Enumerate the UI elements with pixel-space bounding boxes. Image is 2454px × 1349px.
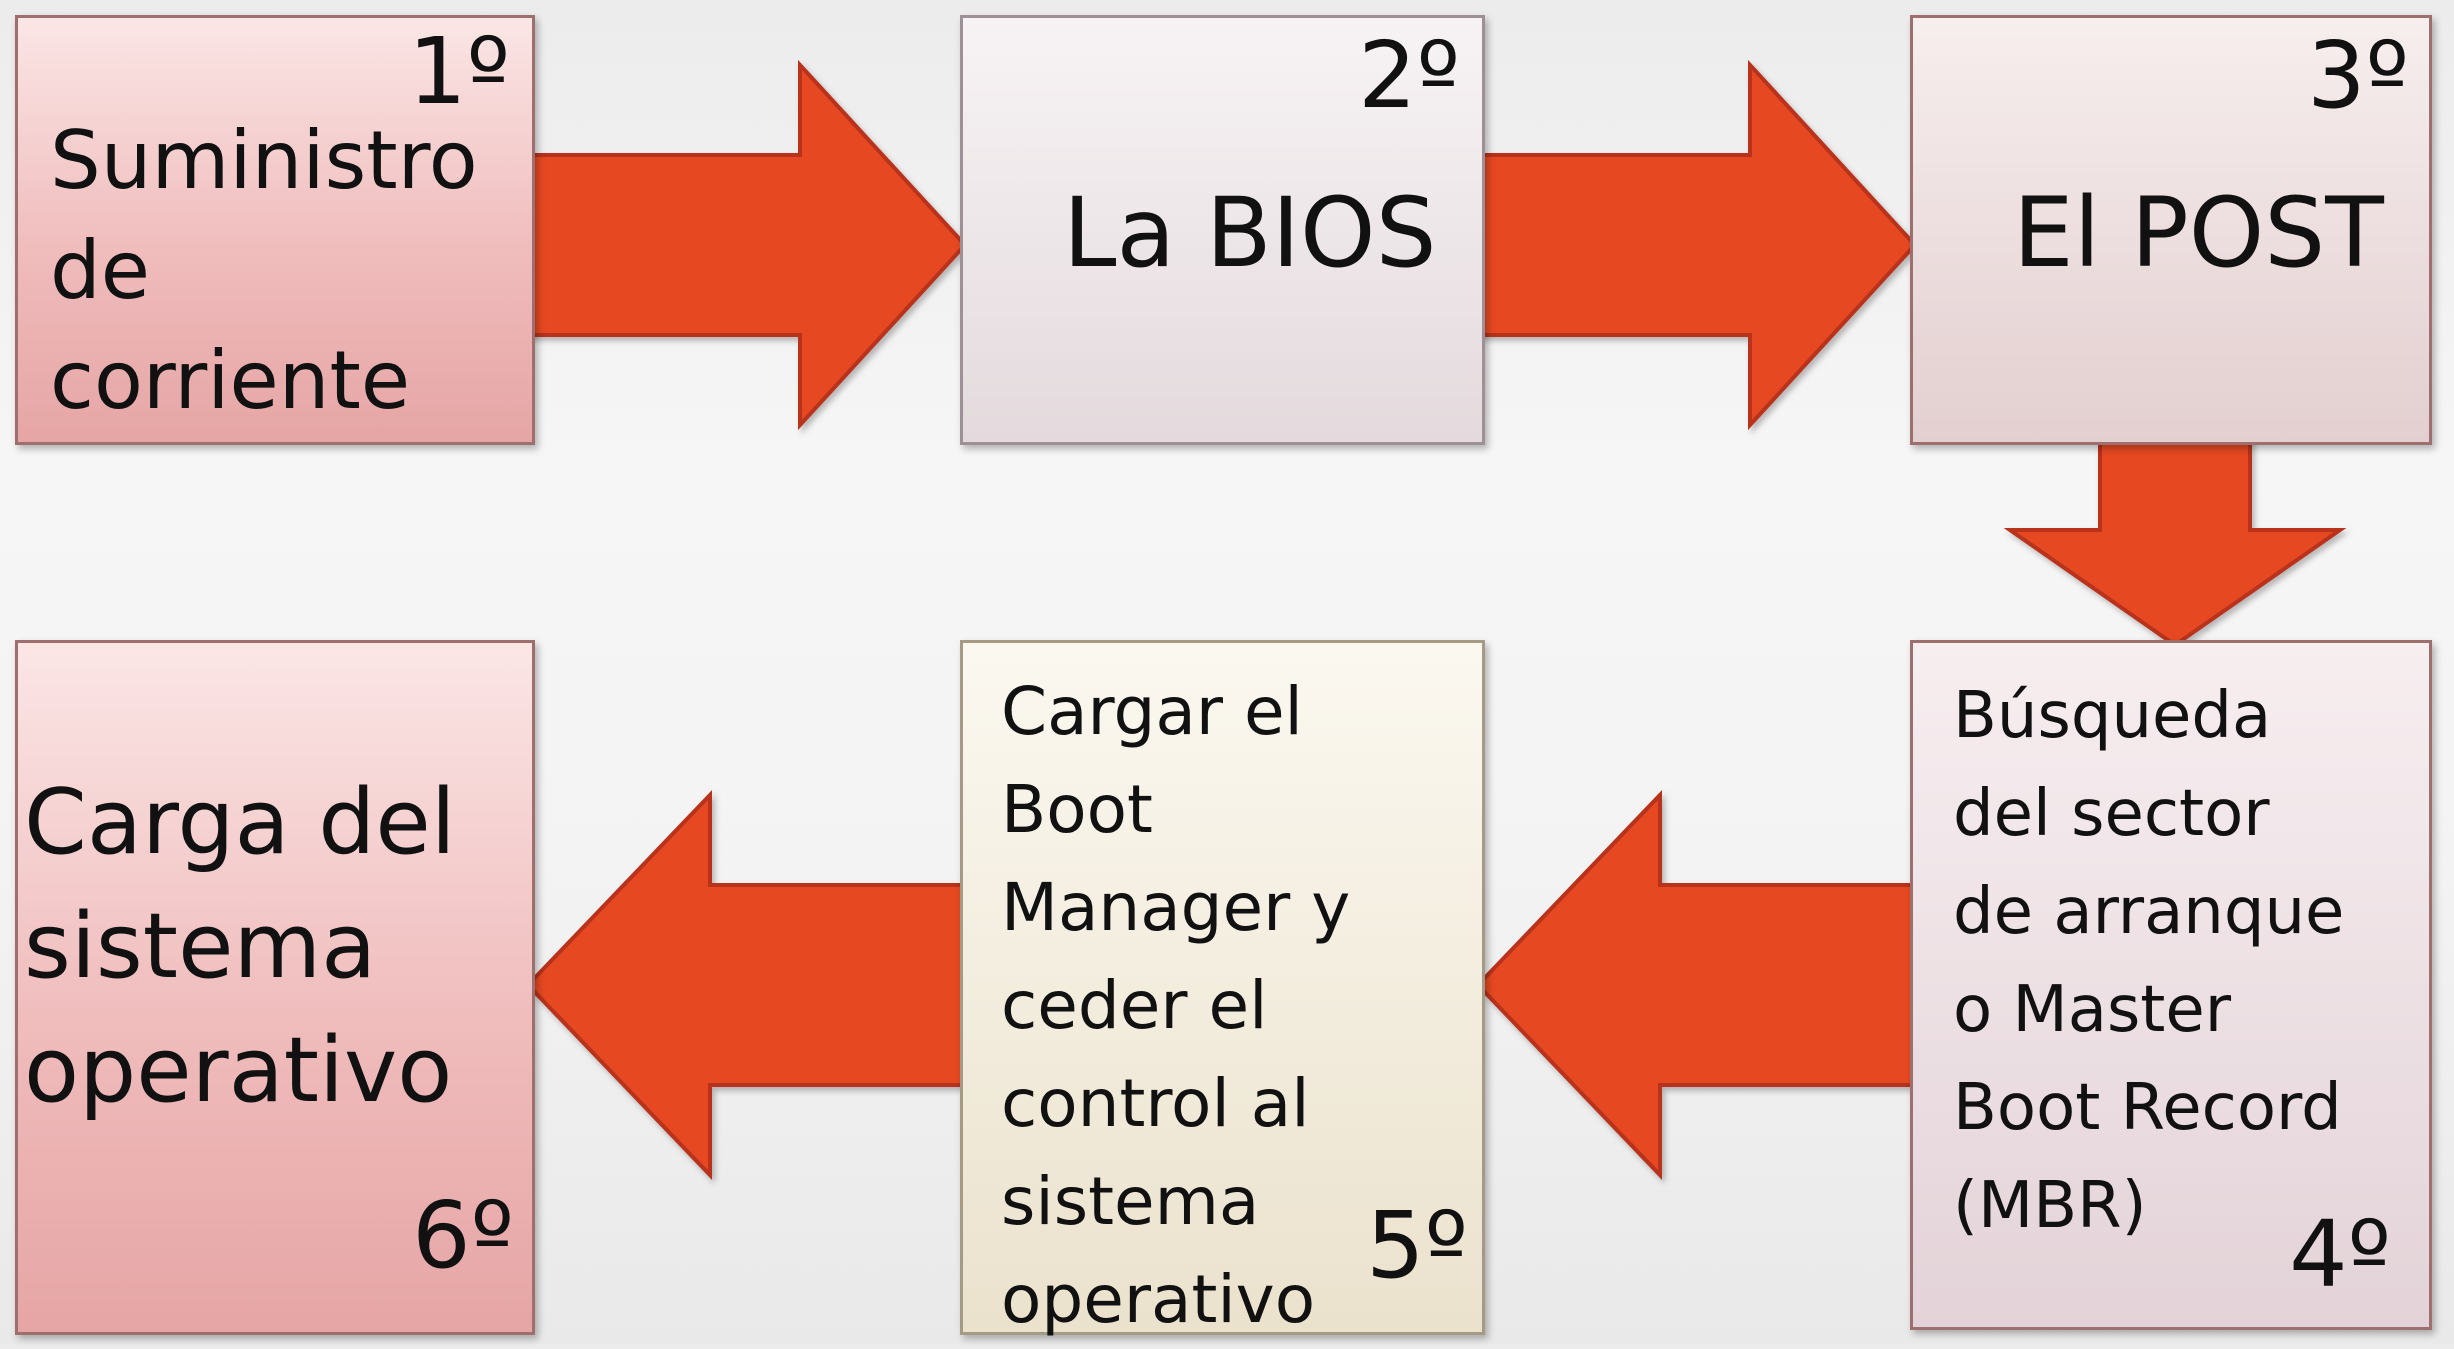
step-4-box: 4º Búsqueda del sector de arranque o Mas…	[1910, 640, 2432, 1330]
arrow-step4-to-step5	[1475, 790, 1922, 1180]
step-5-number: 5º	[1366, 1192, 1468, 1299]
arrow-step1-to-step2	[528, 59, 968, 431]
step-2-text: La BIOS	[1063, 177, 1437, 289]
step-6-text: Carga del sistema operativo	[24, 770, 456, 1123]
arrow-step2-to-step3	[1473, 59, 1918, 431]
step-2-box: 2º La BIOS	[960, 15, 1485, 445]
step-1-text: Suministro de corriente	[50, 114, 478, 427]
step-6-number: 6º	[412, 1182, 514, 1289]
arrow-step5-to-step6	[525, 790, 972, 1180]
step-3-number: 3º	[2307, 22, 2409, 129]
arrow-step3-to-step4	[2003, 433, 2347, 648]
step-2-number: 2º	[1358, 22, 1460, 129]
step-5-box: 5º Cargar el Boot Manager y ceder el con…	[960, 640, 1485, 1338]
step-1-number: 1º	[408, 18, 510, 125]
step-4-number: 4º	[2289, 1201, 2391, 1308]
step-3-text: El POST	[2013, 177, 2384, 289]
step-3-box: 3º El POST	[1910, 15, 2432, 445]
step-6-box: 6º Carga del sistema operativo	[15, 640, 535, 1335]
step-5-text: Cargar el Boot Manager y ceder el contro…	[1001, 673, 1351, 1338]
step-4-text: Búsqueda del sector de arranque o Master…	[1953, 679, 2345, 1243]
step-1-box: 1º Suministro de corriente	[15, 15, 535, 445]
